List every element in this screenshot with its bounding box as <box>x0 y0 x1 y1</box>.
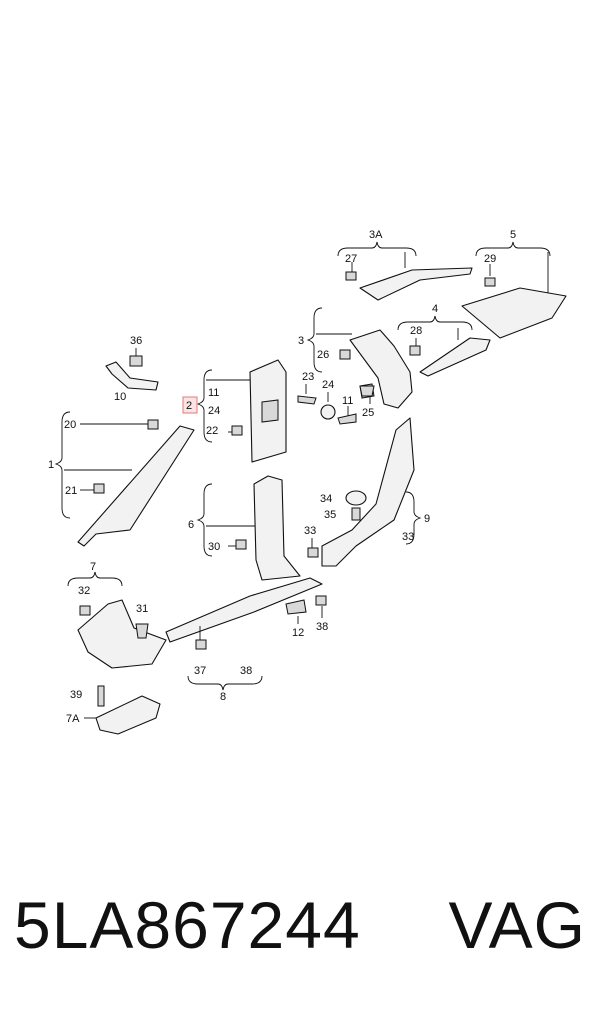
label-10: 10 <box>114 391 126 403</box>
label-24-left: 24 <box>208 405 220 417</box>
callout-labels: 3A 5 27 29 4 28 3 36 26 23 24 10 11 11 2… <box>48 229 516 725</box>
label-33-left: 33 <box>304 525 316 537</box>
label-35: 35 <box>324 509 336 521</box>
label-34: 34 <box>320 493 332 505</box>
label-27: 27 <box>345 253 357 265</box>
label-26: 26 <box>317 349 329 361</box>
label-22: 22 <box>206 425 218 437</box>
label-9: 9 <box>424 513 430 525</box>
fasteners-group <box>297 384 375 425</box>
label-39: 39 <box>70 689 82 701</box>
part-6 <box>196 475 301 581</box>
label-31: 31 <box>136 603 148 615</box>
label-36: 36 <box>130 335 142 347</box>
label-28: 28 <box>410 325 422 337</box>
label-38-right: 38 <box>316 621 328 633</box>
part-2 <box>182 359 287 463</box>
label-3a: 3A <box>369 229 383 241</box>
label-12: 12 <box>292 627 304 639</box>
label-20: 20 <box>64 419 76 431</box>
part-5 <box>461 241 567 339</box>
label-8: 8 <box>220 691 226 703</box>
label-11-right: 11 <box>342 395 353 407</box>
label-1: 1 <box>48 459 54 471</box>
part-8 <box>165 577 327 691</box>
label-3: 3 <box>298 335 304 347</box>
part-10 <box>105 348 159 391</box>
label-4: 4 <box>432 303 438 315</box>
part-7a <box>84 685 161 735</box>
label-29: 29 <box>484 253 496 265</box>
part-9 <box>307 417 422 567</box>
part-3a <box>337 241 473 301</box>
part-number: 5LA867244 <box>14 888 361 962</box>
label-21: 21 <box>65 485 77 497</box>
part-7 <box>67 571 167 669</box>
label-23: 23 <box>302 371 314 383</box>
label-32: 32 <box>78 585 90 597</box>
label-11-upper: 11 <box>208 387 219 399</box>
parts-diagram: 3A 5 27 29 4 28 3 36 26 23 24 10 11 11 2… <box>48 229 567 735</box>
label-24-right: 24 <box>322 379 334 391</box>
brand-label: VAG <box>448 888 586 962</box>
label-25: 25 <box>362 407 374 419</box>
label-30: 30 <box>208 541 220 553</box>
label-6: 6 <box>188 519 194 531</box>
label-7a: 7A <box>66 713 80 725</box>
label-5: 5 <box>510 229 516 241</box>
label-37: 37 <box>194 665 206 677</box>
highlight-box <box>182 396 198 414</box>
label-7: 7 <box>90 561 96 573</box>
part-4 <box>397 315 491 377</box>
part-1 <box>54 411 195 547</box>
label-33-right: 33 <box>402 531 414 543</box>
label-38-bottom: 38 <box>240 665 252 677</box>
label-2: 2 <box>186 400 192 412</box>
